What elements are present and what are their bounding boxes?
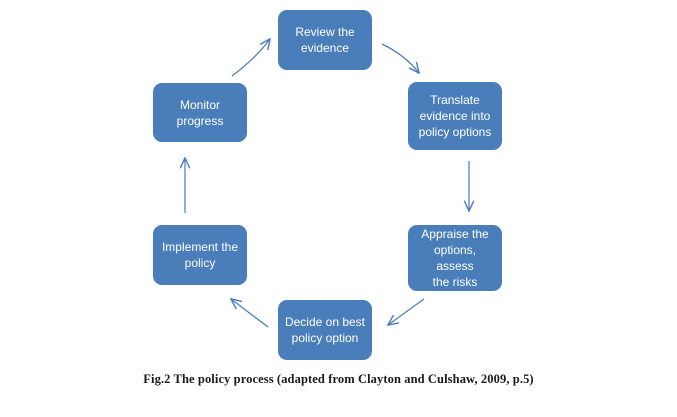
node-implement-label: Implement the policy [161,240,239,270]
arrow-appraise-to-decide [387,298,425,326]
node-monitor-progress[interactable]: Monitor progress [153,83,247,142]
arrow-monitor-to-review [231,38,271,77]
node-decide-on-best-policy-option[interactable]: Decide on best policy option [278,300,372,360]
arrow-review-to-translate [381,43,420,74]
node-translate-evidence-into-policy-options[interactable]: Translate evidence into policy options [408,82,502,150]
node-translate-label: Translate evidence into policy options [418,93,492,139]
node-appraise-the-options-assess-the-risks[interactable]: Appraise the options, assess the risks [408,225,502,291]
node-implement-the-policy[interactable]: Implement the policy [153,225,247,285]
node-monitor-label: Monitor progress [176,97,224,128]
node-review-label: Review the evidence [295,25,355,55]
figure-caption: Fig.2 The policy process (adapted from C… [143,372,534,386]
arrow-decide-to-implement [230,298,269,328]
node-review-the-evidence[interactable]: Review the evidence [278,10,372,70]
node-appraise-label: Appraise the options, assess the risks [421,227,489,289]
node-decide-label: Decide on best policy option [284,315,366,345]
